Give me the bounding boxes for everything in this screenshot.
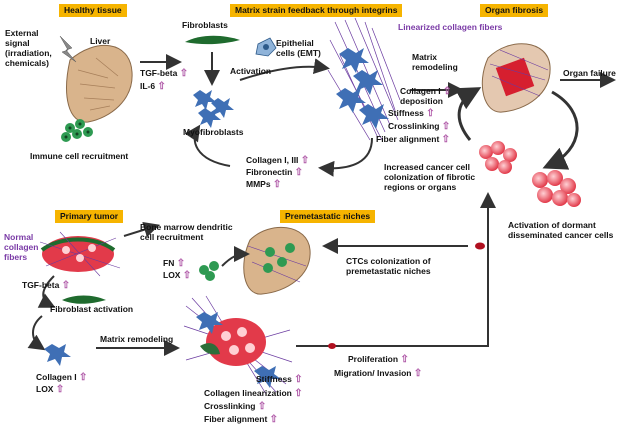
- myofibroblast-cell-2: [44, 344, 71, 366]
- label-il6: IL-6 ⇧: [140, 81, 166, 92]
- dendritic-cells: [199, 261, 219, 281]
- label-fiber-alignment-2: Fiber alignment ⇧: [204, 414, 279, 425]
- arrow-tumor-to-premet: [123, 221, 160, 238]
- label-ctc-2: premetastatic niches: [346, 266, 431, 276]
- arrow-dendritic-to-niche: [221, 246, 250, 267]
- label-crosslinking: Crosslinking ⇧: [388, 121, 451, 132]
- label-collagen-1-3: Collagen I, III ⇧: [246, 155, 310, 166]
- label-proliferation: Proliferation ⇧: [348, 354, 409, 365]
- cancer-cell-cluster-top: [479, 141, 517, 174]
- arrow-colonization-to-fibrosis: [454, 87, 482, 141]
- label-bone-marrow-2: cell recruitment: [140, 232, 204, 242]
- label-stiffness: Stiffness ⇧: [388, 108, 435, 119]
- label-mmps: MMPs ⇧: [246, 179, 282, 190]
- label-activation-dormant-2: disseminated cancer cells: [508, 230, 614, 240]
- label-myofibroblasts: Myofibroblasts: [183, 127, 244, 137]
- label-organ-failure: Organ failure: [563, 68, 616, 78]
- ctc-cell-1: [328, 343, 336, 349]
- ctc-cell-2: [475, 242, 485, 250]
- label-tgf-beta-2: TGF-beta ⇧: [22, 280, 71, 291]
- label-matrix-remodeling-3: Matrix remodeling: [100, 334, 174, 344]
- label-matrix-remodeling-1: Matrix: [412, 52, 438, 62]
- label-tgf-beta-1: TGF-beta ⇧: [140, 68, 189, 79]
- fibroblast-cell-2: [62, 295, 106, 304]
- liver-illustration: [66, 44, 133, 123]
- label-ctc-1: CTCs colonization of: [346, 256, 431, 266]
- cancer-cell-cluster-bottom: [532, 170, 581, 207]
- label-collagen-linearization: Collagen linearization ⇧: [204, 388, 303, 399]
- label-fibers: fibers: [4, 252, 28, 262]
- label-liver: Liver: [90, 36, 111, 46]
- label-activation-dormant-1: Activation of dormant: [508, 220, 596, 230]
- myofibroblast-cells: [193, 90, 234, 128]
- label-increased-1: Increased cancer cell: [384, 162, 471, 172]
- label-stiffness-2: Stiffness ⇧: [256, 374, 303, 385]
- label-linearized-fibers: Linearized collagen fibers: [398, 22, 503, 32]
- header-healthy-tissue: Healthy tissue: [59, 4, 127, 17]
- label-lox-2: LOX ⇧: [36, 384, 65, 395]
- label-signal: signal: [5, 38, 30, 48]
- label-matrix-remodeling-2: remodeling: [412, 62, 458, 72]
- label-irradiation: (irradiation,: [5, 48, 52, 58]
- external-signal-icon: [59, 35, 77, 63]
- label-epithelial-1: Epithelial: [276, 38, 314, 48]
- label-chemicals: chemicals): [5, 58, 49, 68]
- label-activation: Activation: [230, 66, 272, 76]
- label-fiber-alignment: Fiber alignment ⇧: [376, 134, 451, 145]
- label-external: External: [5, 28, 39, 38]
- label-collagen: collagen: [4, 242, 39, 252]
- epithelial-cell: [255, 37, 277, 57]
- label-epithelial-2: cells (EMT): [276, 48, 321, 58]
- label-fibroblast-activation: Fibroblast activation: [50, 304, 134, 314]
- label-fibronectin: Fibronectin ⇧: [246, 167, 304, 178]
- arrow-tgf-to-fibroblast: [37, 275, 56, 308]
- label-increased-3: regions or organs: [384, 182, 457, 192]
- header-primary-tumor: Primary tumor: [55, 210, 124, 223]
- label-increased-2: colonization of fibrotic: [384, 172, 476, 182]
- label-immune-recruitment: Immune cell recruitment: [30, 151, 129, 161]
- arrow-up-to-colonization: [480, 192, 496, 347]
- label-collagen-i: Collagen I ⇧: [36, 372, 88, 383]
- blue-cells-cluster: [336, 48, 389, 129]
- label-migration-invasion: Migration/ Invasion ⇧: [334, 368, 423, 379]
- arrow-fibroblast-to-myofib: [27, 315, 46, 351]
- arrow-matrix-cycle-left: [184, 124, 231, 167]
- remodeled-tumor: [183, 295, 293, 395]
- header-matrix-strain: Matrix strain feedback through integrins: [230, 4, 403, 17]
- primary-tumor: [39, 231, 121, 277]
- label-lox: LOX ⇧: [163, 270, 192, 281]
- label-normal: Normal: [4, 232, 34, 242]
- header-premetastatic-niches: Premetastatic niches: [280, 210, 376, 223]
- immune-cells: [61, 119, 93, 142]
- fibrotic-liver: [481, 43, 551, 113]
- label-collagen-deposition-1: Collagen I ⇧: [400, 86, 452, 97]
- label-crosslinking-2: Crosslinking ⇧: [204, 401, 267, 412]
- premetastatic-liver: [243, 226, 311, 295]
- label-fn: FN ⇧: [163, 258, 186, 269]
- arrow-matrix-cycle-up: [239, 58, 330, 81]
- fibroblast-cell: [185, 35, 240, 45]
- label-fibroblasts: Fibroblasts: [182, 20, 228, 30]
- label-collagen-deposition-2: deposition: [400, 96, 443, 106]
- header-organ-fibrosis: Organ fibrosis: [480, 4, 549, 17]
- arrow-matrix-cycle-down: [318, 137, 373, 177]
- arrow-fibrosis-to-dormant: [542, 90, 579, 170]
- label-bone-marrow-1: Bone marrow dendritic: [140, 222, 233, 232]
